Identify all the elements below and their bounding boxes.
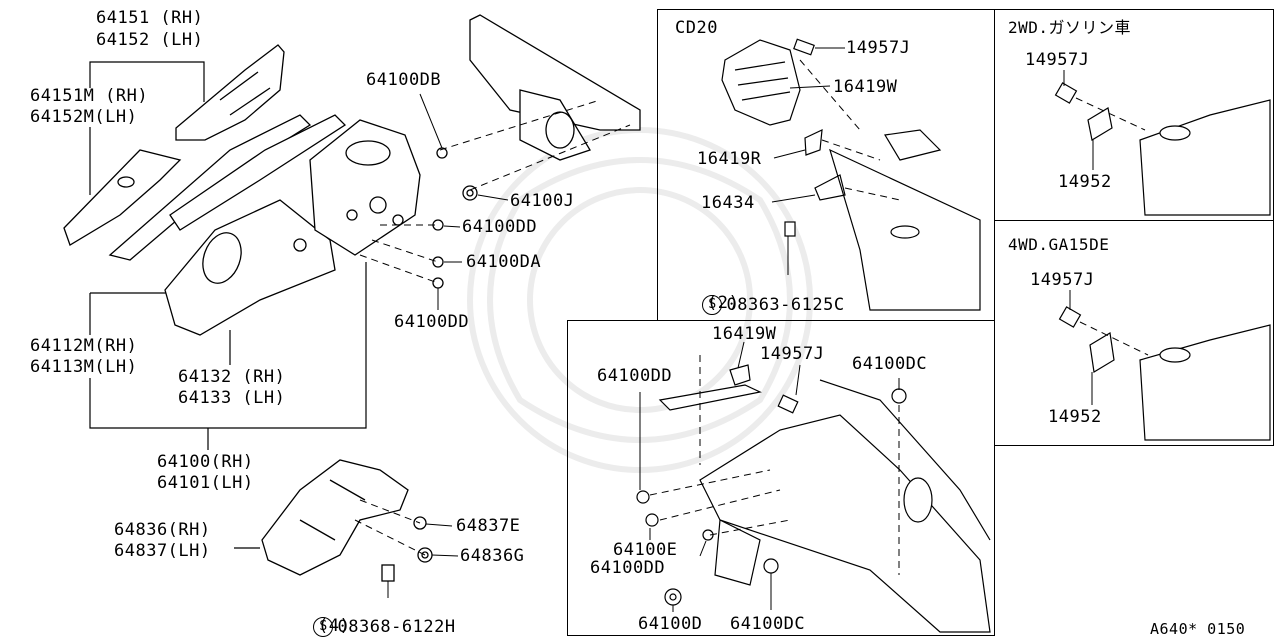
cd20-parts: [721, 38, 981, 311]
label-64113m[interactable]: 64113M(LH): [30, 357, 138, 377]
label-64837[interactable]: 64837(LH): [114, 541, 211, 561]
detail-label-64100dc-top[interactable]: 64100DC: [852, 354, 928, 374]
4wd-label-14957j[interactable]: 14957J: [1030, 270, 1095, 290]
detail-panel: [567, 320, 995, 636]
detail-label-14957j[interactable]: 14957J: [760, 344, 825, 364]
detail-label-64100dd-b[interactable]: 64100DD: [590, 558, 666, 578]
detail-label-16419w[interactable]: 16419W: [712, 324, 777, 344]
label-64100[interactable]: 64100(RH): [157, 452, 254, 472]
2wd-label-14952[interactable]: 14952: [1058, 172, 1112, 192]
fuel-tank-parts: [1054, 82, 1271, 441]
label-64100j[interactable]: 64100J: [510, 191, 575, 211]
screw-08368-code: 08368-6122H: [337, 617, 456, 637]
cd20-title: CD20: [675, 18, 718, 38]
label-08368-qty: (4): [318, 616, 351, 636]
main-parts: [63, 14, 641, 576]
cd20-label-16434[interactable]: 16434: [701, 193, 755, 213]
label-64836[interactable]: 64836(RH): [114, 520, 211, 540]
label-64100da[interactable]: 64100DA: [466, 252, 542, 272]
panel-2wd-title: 2WD.ガソリン車: [1008, 18, 1132, 37]
panel-2wd: [994, 9, 1274, 221]
screw-symbol-icon: S: [702, 295, 723, 315]
detail-label-64100d[interactable]: 64100D: [638, 614, 703, 634]
label-64100dd[interactable]: 64100DD: [462, 217, 538, 237]
label-64101[interactable]: 64101(LH): [157, 473, 254, 493]
label-64100dd-b[interactable]: 64100DD: [394, 312, 470, 332]
label-64836g[interactable]: 64836G: [460, 546, 525, 566]
screw-symbol-icon: S: [313, 617, 334, 637]
screw-08363-code: 08363-6125C: [726, 295, 845, 315]
2wd-label-14957j[interactable]: 14957J: [1025, 50, 1090, 70]
panel-4wd-title: 4WD.GA15DE: [1008, 235, 1110, 254]
label-64837e[interactable]: 64837E: [456, 516, 521, 536]
cd20-label-08363-qty: (2): [707, 293, 740, 313]
label-64133[interactable]: 64133 (LH): [178, 388, 286, 408]
detail-label-64100dd[interactable]: 64100DD: [597, 366, 673, 386]
detail-parts: [636, 364, 991, 633]
cd20-label-14957j[interactable]: 14957J: [846, 38, 911, 58]
label-64132[interactable]: 64132 (RH): [178, 367, 286, 387]
4wd-label-14952[interactable]: 14952: [1048, 407, 1102, 427]
diagram-code: A640* 0150: [1150, 620, 1246, 638]
label-64100db[interactable]: 64100DB: [366, 70, 442, 90]
label-64151[interactable]: 64151 (RH): [96, 8, 204, 28]
detail-label-64100e[interactable]: 64100E: [613, 540, 678, 560]
label-64151m[interactable]: 64151M (RH): [30, 86, 149, 106]
detail-label-64100dc-bottom[interactable]: 64100DC: [730, 614, 806, 634]
label-64112m[interactable]: 64112M(RH): [30, 336, 138, 356]
label-64152m[interactable]: 64152M(LH): [30, 107, 138, 127]
cd20-label-16419w[interactable]: 16419W: [833, 77, 898, 97]
label-64152[interactable]: 64152 (LH): [96, 30, 204, 50]
cd20-label-16419r[interactable]: 16419R: [697, 149, 762, 169]
bracket-64151: [89, 61, 205, 102]
